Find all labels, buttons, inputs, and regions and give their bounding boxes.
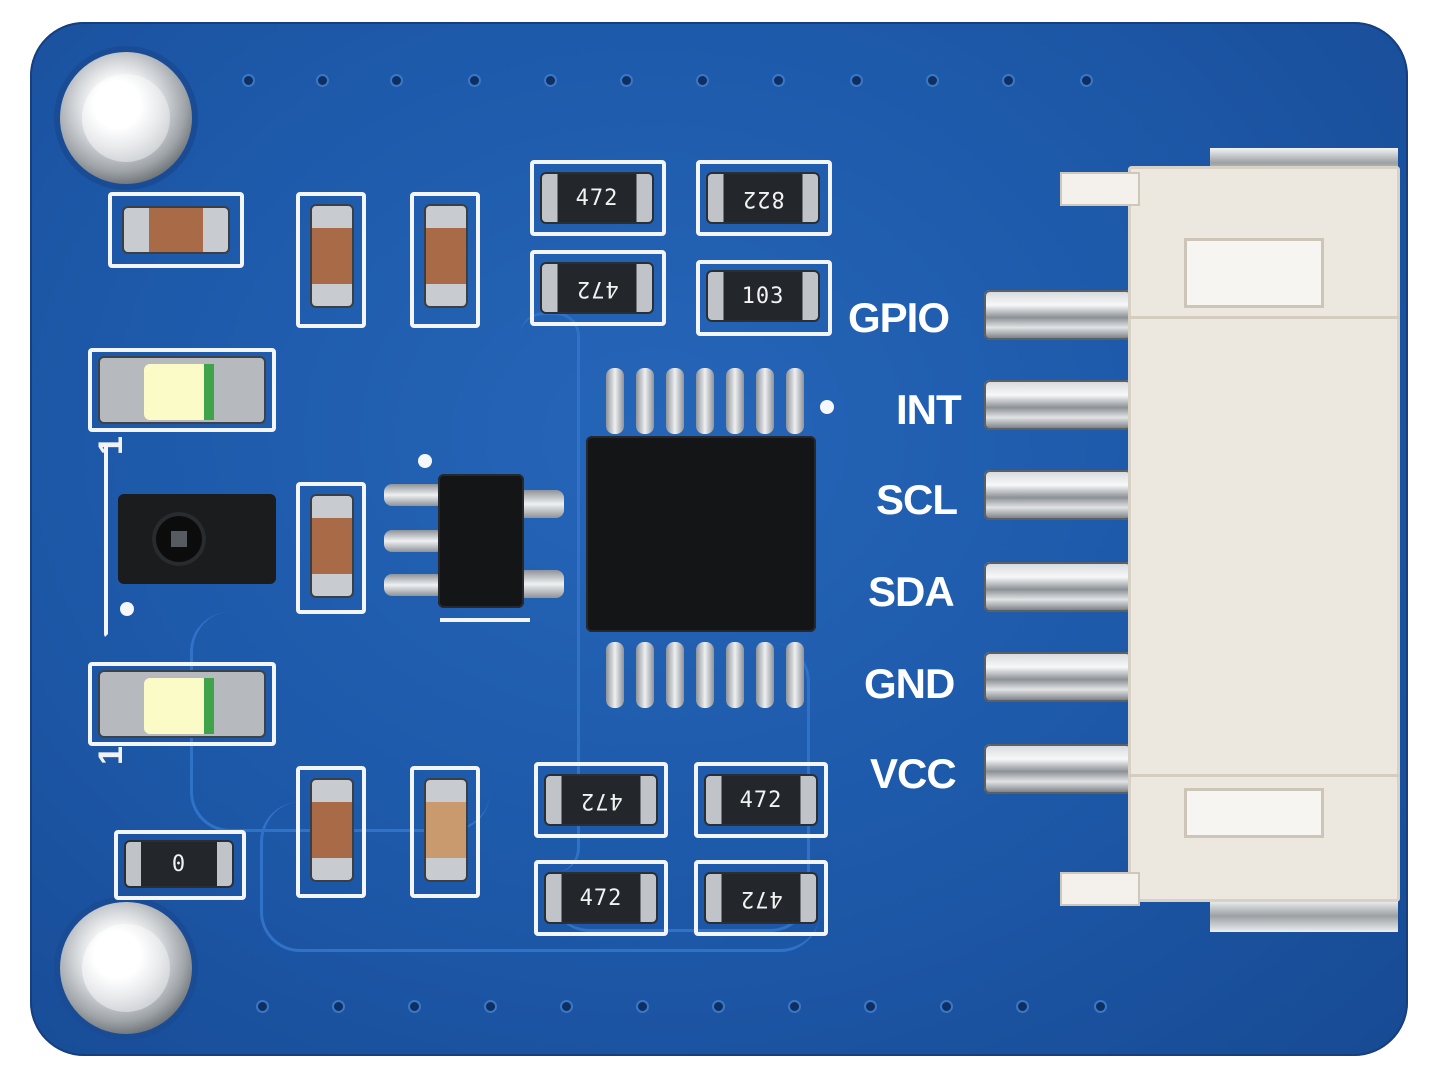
resistor-r7: 472	[544, 872, 658, 924]
connector-tab-bottom	[1060, 872, 1140, 906]
silkscreen-outline	[694, 860, 828, 936]
trace	[260, 802, 820, 952]
resistor-code: 472	[739, 885, 783, 911]
silkscreen-outline	[530, 250, 666, 326]
main-ic	[586, 436, 816, 632]
resistor-code: 0	[171, 851, 187, 877]
resistor-r2: 822	[706, 172, 820, 224]
silkscreen-outline	[410, 192, 480, 328]
capacitor-c1	[122, 206, 230, 254]
capacitor-c4	[310, 494, 354, 598]
silkscreen-outline	[296, 766, 366, 898]
silkscreen-outline	[534, 860, 668, 936]
resistor-r3: 472	[540, 262, 654, 314]
resistor-r1: 472	[540, 172, 654, 224]
resistor-code: 472	[579, 787, 623, 813]
silkscreen-outline	[696, 160, 832, 236]
voltage-regulator	[438, 474, 524, 608]
silkscreen-outline	[410, 766, 480, 898]
led-top	[98, 356, 266, 424]
resistor-r4: 103	[706, 270, 820, 322]
pin1-dot	[120, 602, 134, 616]
sensor-window	[152, 512, 206, 566]
silkscreen-line	[440, 618, 530, 622]
pin-label-scl: SCL	[876, 476, 958, 523]
silkscreen-outline	[104, 442, 276, 638]
resistor-r8: 472	[704, 872, 818, 924]
connector-latch-window	[1184, 788, 1324, 838]
silkscreen-outline	[694, 762, 828, 838]
header-pin-scl[interactable]	[984, 470, 1132, 520]
pin1-dot	[418, 454, 432, 468]
pin-label-gnd: GND	[864, 660, 955, 707]
connector-latch-window	[1184, 238, 1324, 308]
silkscreen-outline	[534, 762, 668, 838]
capacitor-c5	[310, 778, 354, 882]
header-pin-sda[interactable]	[984, 562, 1132, 612]
mounting-hole-bottom-left	[60, 902, 192, 1034]
connector-metal-bottom	[1210, 900, 1398, 932]
header-pin-int[interactable]	[984, 380, 1132, 430]
silkscreen-outline	[296, 482, 366, 614]
silkscreen-outline	[296, 192, 366, 328]
mounting-hole-top-left	[60, 52, 192, 184]
resistor-code: 472	[575, 275, 619, 301]
silkscreen-outline	[108, 192, 244, 268]
pin-label-int: INT	[896, 386, 962, 433]
pin1-dot	[820, 400, 834, 414]
resistor-code: 822	[741, 185, 785, 211]
capacitor-c6	[424, 778, 468, 882]
resistor-code: 472	[739, 787, 783, 813]
resistor-code: 103	[741, 283, 785, 309]
pin-label-gpio: GPIO	[848, 294, 950, 341]
resistor-r9: 0	[124, 840, 234, 888]
silkscreen-outline	[88, 348, 276, 432]
silkscreen-outline	[696, 260, 832, 336]
header-pin-gnd[interactable]	[984, 652, 1132, 702]
silkscreen-outline	[530, 160, 666, 236]
pin-label-vcc: VCC	[870, 750, 957, 797]
regulator-pin	[384, 574, 444, 596]
regulator-pin	[384, 484, 444, 506]
led-bottom	[98, 670, 266, 738]
connector-tab-top	[1060, 172, 1140, 206]
silkscreen-outline	[114, 830, 246, 900]
resistor-code: 472	[579, 885, 623, 911]
capacitor-c2	[310, 204, 354, 308]
light-sensor-chip	[118, 494, 276, 584]
header-pin-gpio[interactable]	[984, 290, 1132, 340]
resistor-code: 472	[575, 185, 619, 211]
header-pin-vcc[interactable]	[984, 744, 1132, 794]
led-marker-bottom: 1	[91, 746, 130, 765]
resistor-r6: 472	[704, 774, 818, 826]
ph-connector[interactable]	[1128, 166, 1400, 902]
silkscreen-outline	[88, 662, 276, 746]
capacitor-c3	[424, 204, 468, 308]
regulator-pin	[384, 530, 444, 552]
pin-label-sda: SDA	[868, 568, 955, 615]
resistor-r5: 472	[544, 774, 658, 826]
